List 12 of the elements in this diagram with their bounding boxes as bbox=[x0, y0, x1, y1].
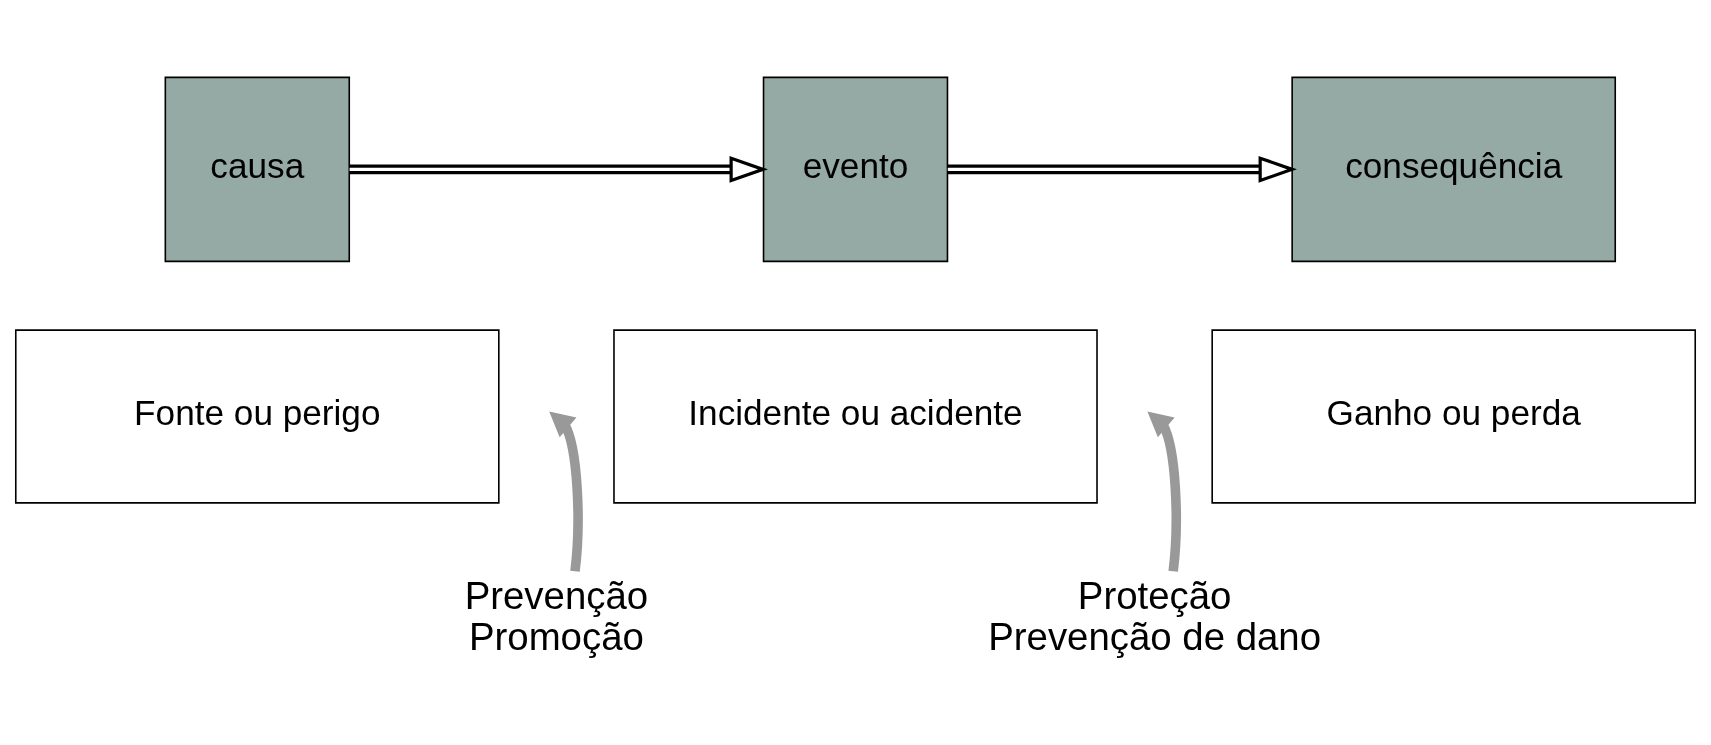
node-box: causa bbox=[164, 76, 351, 263]
arrow bbox=[947, 155, 1297, 183]
node-box: Fonte ou perigo bbox=[14, 329, 500, 504]
node-box: consequência bbox=[1291, 76, 1617, 263]
node-text: Proteção Prevenção de dano bbox=[988, 573, 1322, 659]
node-box: evento bbox=[762, 76, 949, 263]
node-box: Ganho ou perda bbox=[1211, 329, 1696, 504]
node-box: Incidente ou acidente bbox=[613, 329, 1098, 504]
node-text: Prevenção Promoção bbox=[464, 573, 649, 659]
arrow bbox=[549, 411, 583, 572]
arrow bbox=[1147, 411, 1181, 572]
arrow bbox=[349, 155, 768, 183]
